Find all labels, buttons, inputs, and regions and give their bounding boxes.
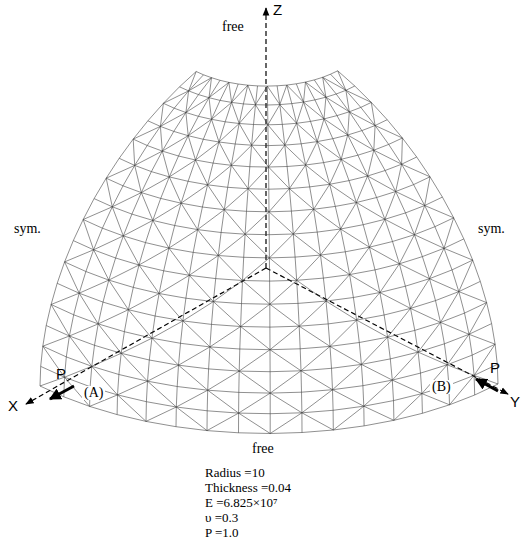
- y-axis: [266, 268, 508, 394]
- mesh-lines: [40, 71, 498, 434]
- load-label: P: [56, 366, 66, 381]
- boundary-label: free: [222, 20, 244, 34]
- shell-mesh: [40, 71, 498, 434]
- x-axis: [26, 268, 266, 404]
- parameter-text: Radius =10: [205, 466, 265, 479]
- load-arrows: [50, 379, 498, 399]
- parameter-text: E =6.825×10⁷: [205, 496, 278, 509]
- axes: [26, 8, 508, 404]
- point-label: (B): [430, 380, 453, 394]
- axis-label: Y: [510, 394, 520, 409]
- boundary-label: sym.: [14, 222, 41, 236]
- parameter-text: υ =0.3: [205, 511, 238, 524]
- axis-label: Z: [273, 2, 282, 17]
- load-arrow: [476, 379, 498, 391]
- boundary-label: sym.: [478, 222, 505, 236]
- z-axis: [265, 8, 266, 268]
- boundary-label: free: [252, 442, 274, 456]
- load-arrow: [50, 386, 74, 399]
- parameter-text: P =1.0: [205, 526, 239, 539]
- axis-label: X: [8, 398, 18, 413]
- parameter-text: Thickness =0.04: [205, 481, 291, 494]
- load-label: P: [490, 360, 500, 375]
- point-label: (A): [82, 386, 105, 400]
